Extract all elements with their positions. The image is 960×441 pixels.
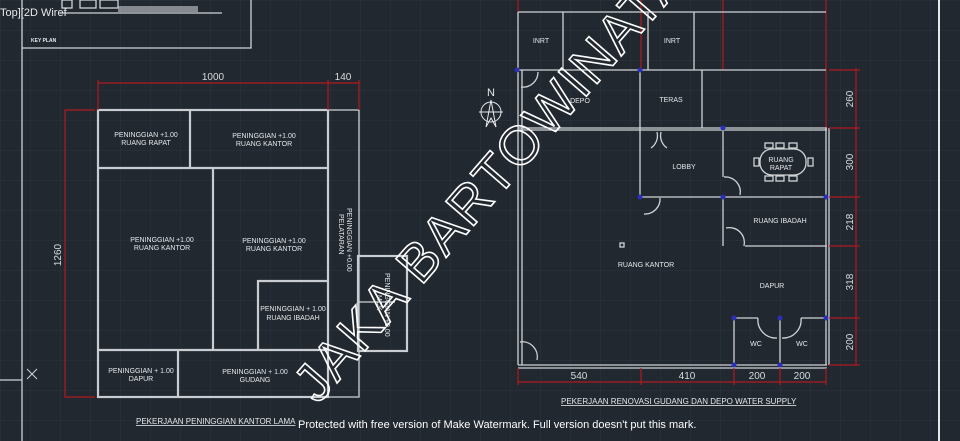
door-swing: [723, 176, 741, 196]
dim-label: 218: [845, 213, 856, 230]
watermark-footer: Protected with free version of Make Wate…: [298, 419, 696, 431]
close-x-icon: [26, 368, 38, 380]
room-label: PENINGGIAN +1.00: [232, 133, 296, 140]
room-label: PENINGGIAN + 1.00: [108, 368, 174, 375]
room-label: PENINGGIAN +0.00: [345, 208, 352, 272]
door-swing: [757, 317, 802, 339]
room-label: RUANG RAPAT: [121, 140, 171, 147]
room-label: RUANG KANTOR: [246, 246, 302, 253]
room-label: PENINGGIAN +1.00: [242, 238, 306, 245]
room-label: DAPUR: [129, 376, 154, 383]
room-label: INRT: [533, 38, 550, 45]
room-label: PENINGGIAN + 1.00: [222, 369, 288, 376]
room-label: LOBBY: [672, 164, 696, 171]
dim-label: 260: [845, 90, 856, 107]
dim-label: 318: [845, 273, 856, 290]
dim-label: 200: [794, 371, 811, 382]
room-label: MCK: [375, 295, 382, 311]
room-label: PENINGGIAN +1.00: [130, 237, 194, 244]
dim-label: 140: [335, 72, 352, 83]
room-label: PENINGGIAN +0.00: [383, 273, 390, 337]
room-label: INRT: [664, 38, 681, 45]
room-label: WC: [796, 341, 808, 348]
room-label: PENINGGIAN + 1.00: [260, 306, 326, 313]
dim-label: 540: [571, 371, 588, 382]
door-swing: [650, 131, 668, 149]
room-label: WC: [750, 341, 762, 348]
room-label: DAPUR: [760, 283, 785, 290]
room-label: PELATARAN: [337, 214, 344, 255]
room-label: RAPAT: [770, 165, 793, 172]
room-label: RUANG: [768, 157, 793, 164]
dim-label: 410: [679, 371, 696, 382]
dim-label: 200: [749, 371, 766, 382]
dim-label: 200: [845, 333, 856, 350]
dimension-line: [64, 109, 95, 398]
key-plan: KEY PLAN: [0, 0, 252, 441]
room-label: RUANG IBADAH: [753, 218, 806, 225]
dim-label: 1000: [202, 72, 225, 83]
key-plan-label: KEY PLAN: [31, 38, 57, 44]
north-arrow-icon: N: [479, 87, 503, 128]
room-label: GUDANG: [240, 377, 271, 384]
grip-points: [514, 67, 829, 368]
room-label: RUANG KANTOR: [134, 245, 190, 252]
door-swing: [519, 341, 538, 361]
room-label: RUANG IBADAH: [266, 315, 319, 322]
left-floor-plan: 1000 140 1260 PENINGGIAN +1.00 RUANG RAP…: [53, 72, 409, 426]
room-label: RUANG KANTOR: [236, 141, 292, 148]
north-label: N: [487, 87, 495, 99]
right-floor-plan: 260 300 218 318 200 540 410 200 200 INRT…: [479, 0, 860, 406]
dim-label: 1260: [53, 243, 64, 266]
room-label: RUANG KANTOR: [618, 262, 674, 269]
viewport-label[interactable]: Top][2D Wiref: [0, 7, 68, 19]
room-label: DEPO: [570, 98, 590, 105]
door-swing: [520, 71, 539, 88]
door-swing: [725, 226, 746, 247]
dim-label: 300: [845, 153, 856, 170]
meeting-table-icon: [753, 142, 814, 182]
room-label: TERAS: [659, 97, 683, 104]
left-plan-title: PEKERJAAN PENINGGIAN KANTOR LAMA: [136, 417, 296, 426]
room-label: PENINGGIAN +1.00: [114, 132, 178, 139]
right-plan-title: PEKERJAAN RENOVASI GUDANG DAN DEPO WATER…: [561, 397, 797, 406]
door-swing: [643, 197, 661, 215]
